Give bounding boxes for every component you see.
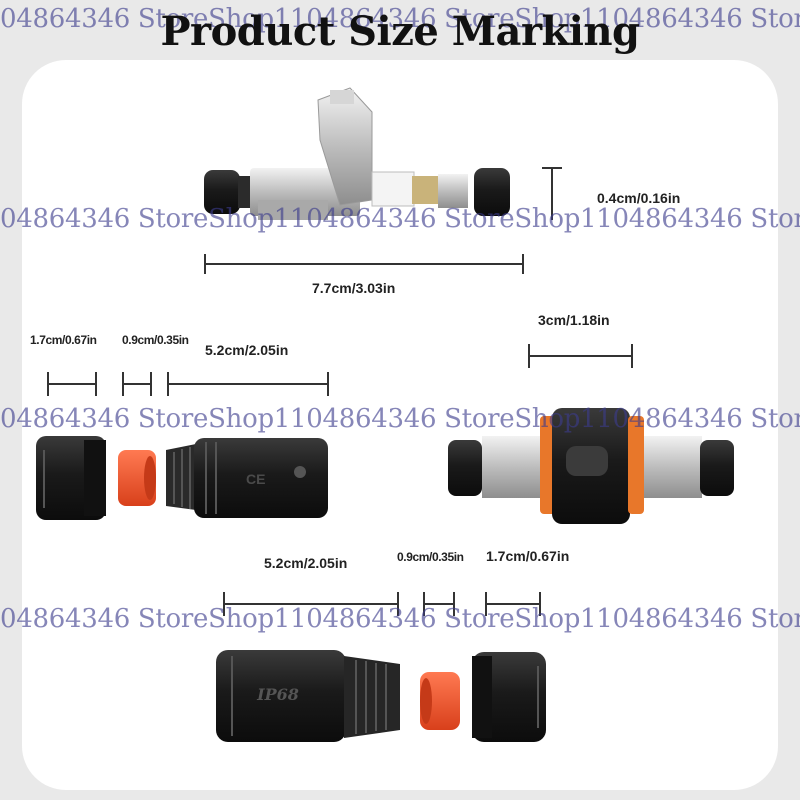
white-insert [371, 171, 415, 207]
left-cap-label: 1.7cm/0.67in [30, 333, 97, 347]
bottom-exploded-parts: IP68 [216, 650, 546, 742]
top-height-label: 0.4cm/0.16in [597, 190, 681, 206]
left-exploded-parts: CE [36, 436, 328, 520]
bottom-body-label: 5.2cm/2.05in [264, 555, 348, 571]
bottom-cap-label: 1.7cm/0.67in [486, 548, 570, 564]
right-cap [474, 168, 510, 216]
coupler [448, 408, 734, 524]
svg-text:CE: CE [246, 471, 265, 487]
coupler-dimension-line [528, 344, 633, 368]
bottom-dimension-lines [223, 592, 541, 616]
left-orange-seal [118, 450, 156, 506]
threaded-tail [438, 174, 468, 208]
left-dimension-lines [47, 372, 329, 396]
left-ring-label: 0.9cm/0.35in [122, 333, 189, 347]
left-body-label: 5.2cm/2.05in [205, 342, 289, 358]
left-body-part: CE [166, 438, 328, 518]
top-connector-assembled [204, 87, 510, 220]
top-length-label: 7.7cm/3.03in [312, 280, 396, 296]
bottom-body-part: IP68 [216, 650, 400, 742]
ip68-marking: IP68 [256, 685, 299, 704]
page-title: Product Size Marking [160, 8, 640, 55]
left-cap-part [36, 436, 106, 520]
coupler-width-label: 3cm/1.18in [538, 312, 610, 328]
gold-contacts [412, 176, 438, 204]
bottom-ring-label: 0.9cm/0.35in [397, 550, 464, 564]
left-cap [204, 170, 240, 214]
bottom-cap-part [472, 652, 546, 742]
top-dimension-lines [204, 167, 562, 274]
bottom-orange-seal [420, 672, 460, 730]
